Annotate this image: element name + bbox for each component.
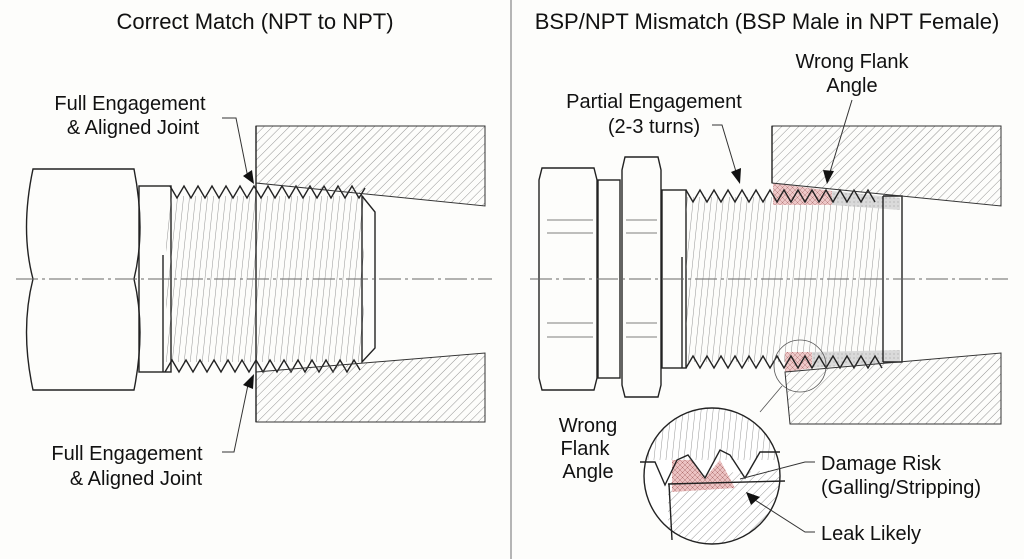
arrowhead-icon bbox=[823, 170, 834, 184]
callout-partial-engagement: Partial Engagement (2-3 turns) bbox=[566, 91, 742, 184]
svg-text:& Aligned Joint: & Aligned Joint bbox=[67, 117, 200, 139]
right-male-fitting bbox=[538, 156, 903, 398]
svg-text:Damage Risk: Damage Risk bbox=[821, 453, 942, 475]
svg-text:Wrong: Wrong bbox=[559, 415, 618, 437]
right-hex-nut-2 bbox=[621, 156, 662, 398]
callout-damage-risk: Damage Risk (Galling/Stripping) bbox=[739, 453, 981, 499]
left-female-port bbox=[255, 125, 486, 423]
svg-text:(Galling/Stripping): (Galling/Stripping) bbox=[821, 477, 981, 499]
left-male-fitting bbox=[25, 168, 376, 391]
arrowhead-icon bbox=[243, 374, 254, 389]
left-hex-nut bbox=[25, 168, 141, 391]
svg-text:Angle: Angle bbox=[826, 75, 877, 97]
callout-wrong-flank-left: Wrong Flank Angle bbox=[559, 415, 618, 483]
arrowhead-icon bbox=[731, 168, 741, 184]
callout-leak-likely: Leak Likely bbox=[746, 492, 921, 545]
arrowhead-icon bbox=[746, 492, 760, 505]
callout-wrong-flank-top: Wrong Flank Angle bbox=[795, 51, 910, 184]
svg-text:Full Engagement: Full Engagement bbox=[51, 443, 203, 465]
magnified-detail bbox=[640, 407, 786, 545]
left-callout-top: Full Engagement & Aligned Joint bbox=[54, 93, 254, 184]
right-hex-nut-1 bbox=[538, 167, 598, 391]
magnifier-circle bbox=[643, 407, 781, 545]
svg-text:Full Engagement: Full Engagement bbox=[54, 93, 206, 115]
svg-text:Leak Likely: Leak Likely bbox=[821, 523, 921, 545]
svg-text:Partial Engagement: Partial Engagement bbox=[566, 91, 742, 113]
right-female-port bbox=[771, 125, 1002, 425]
svg-text:Wrong Flank: Wrong Flank bbox=[795, 51, 909, 73]
left-callout-bottom: Full Engagement & Aligned Joint bbox=[51, 374, 254, 490]
svg-text:Flank: Flank bbox=[561, 438, 611, 460]
svg-text:Angle: Angle bbox=[562, 461, 613, 483]
arrowhead-icon bbox=[243, 170, 254, 184]
svg-text:& Aligned Joint: & Aligned Joint bbox=[70, 468, 203, 490]
detail-marker-circle bbox=[773, 339, 827, 393]
left-panel-title: Correct Match (NPT to NPT) bbox=[116, 9, 393, 34]
svg-text:(2-3 turns): (2-3 turns) bbox=[608, 116, 700, 138]
right-panel-title: BSP/NPT Mismatch (BSP Male in NPT Female… bbox=[535, 9, 1000, 34]
